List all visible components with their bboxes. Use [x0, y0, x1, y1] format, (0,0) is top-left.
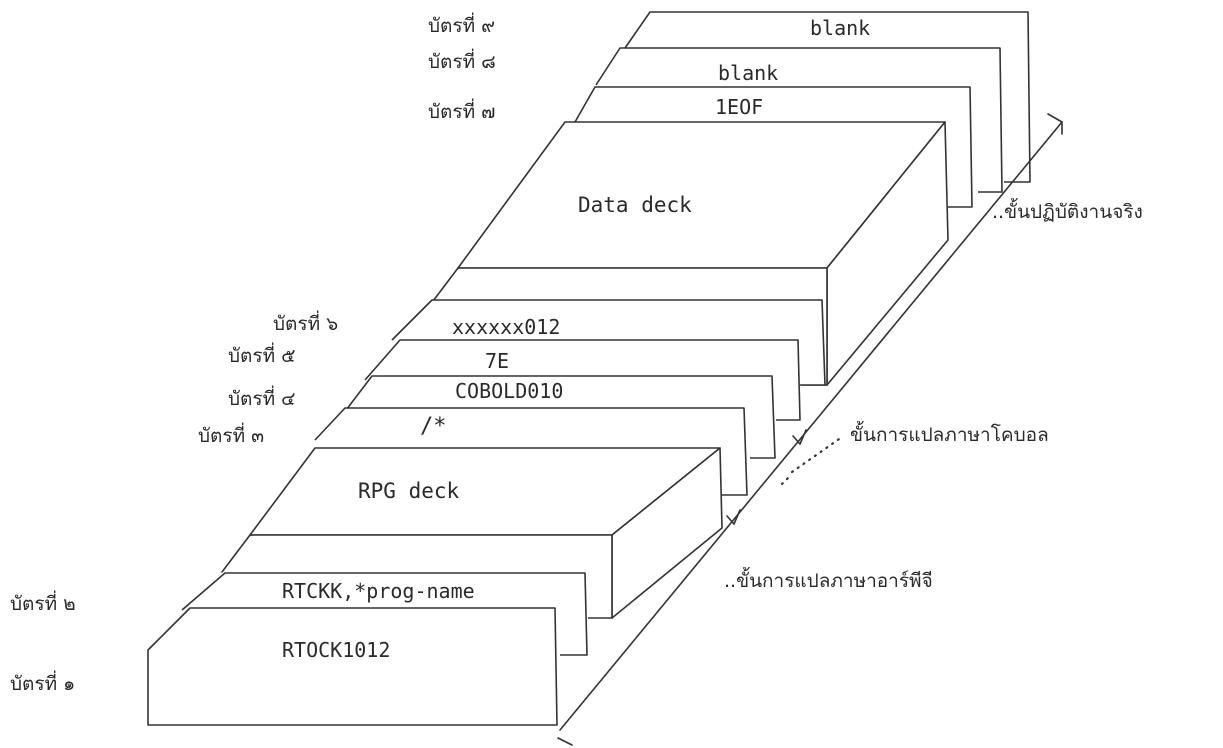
phase-rpg-label: ..ขั้นการแปลภาษาอาร์พีจี	[724, 567, 933, 592]
cobol-leader-dots	[790, 435, 844, 474]
card-9-label: บัตรที่ ๙	[428, 12, 495, 37]
phase-execution-label: ..ขั้นปฏิบัติงานจริง	[992, 198, 1143, 223]
card-7-text: 1EOF	[715, 95, 763, 119]
data-deck-label: Data deck	[578, 193, 692, 217]
card-8-label: บัตรที่ ๘	[428, 48, 496, 73]
card-3-label: บัตรที่ ๓	[198, 422, 264, 447]
card-4-label: บัตรที่ ๔	[228, 385, 296, 410]
phase-divider	[557, 113, 1063, 746]
card-5-label: บัตรที่ ๕	[228, 342, 296, 367]
card-9-text: blank	[810, 16, 870, 40]
card-6-label: บัตรที่ ๖	[273, 310, 338, 335]
card-8-text: blank	[718, 61, 778, 85]
rpg-deck-label: RPG deck	[358, 479, 460, 503]
card-2-text: RTCKK,*prog-name	[282, 579, 475, 603]
card-1: RTOCK1012	[147, 607, 558, 726]
card-1-text: RTOCK1012	[282, 638, 390, 662]
card-1-label: บัตรที่ ๑	[10, 670, 75, 695]
card-7-label: บัตรที่ ๗	[428, 98, 495, 123]
phase-cobol-label: ขั้นการแปลภาษาโคบอล	[850, 421, 1049, 446]
cobol-leader-dots-2	[780, 476, 790, 486]
card-5-text: 7E	[485, 349, 509, 373]
card-3-text: /*	[420, 414, 447, 439]
card-2-label: บัตรที่ ๒	[10, 590, 76, 615]
card-6-text: xxxxxx012	[452, 315, 560, 339]
card-4-text: COBOLD010	[455, 379, 563, 403]
